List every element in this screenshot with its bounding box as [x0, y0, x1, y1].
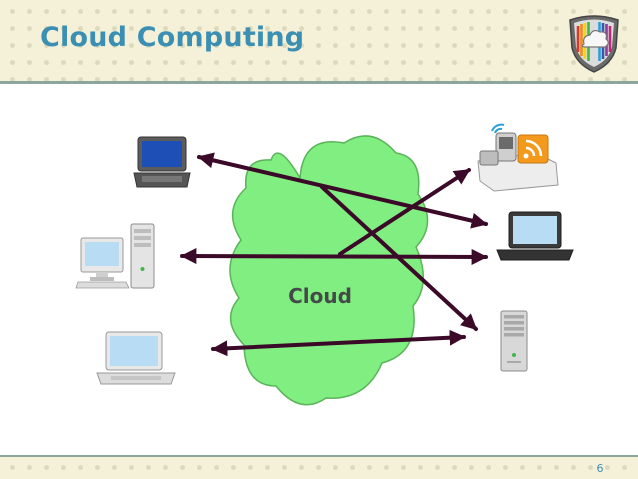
wireless-devices-icon — [477, 123, 559, 192]
cloud-shape: Cloud — [229, 135, 429, 406]
header-band — [0, 0, 638, 81]
shield-crest-logo — [569, 15, 619, 73]
laptop-icon — [133, 136, 191, 188]
laptop-icon — [96, 331, 176, 385]
cloud-label: Cloud — [288, 284, 352, 308]
arrow-cloud-to-wireless-devices — [338, 168, 471, 256]
arrow-bottom-laptop-to-right — [211, 329, 466, 357]
arrow-cloud-to-server — [320, 185, 478, 331]
footer-divider — [0, 455, 638, 457]
arrow-top-laptop-to-right-laptop — [197, 152, 488, 229]
arrow-desktop-to-right-laptop — [180, 248, 488, 265]
laptop-icon — [496, 211, 574, 261]
page-number: 6 — [596, 462, 604, 475]
server-tower-icon — [500, 310, 528, 372]
slide-title: Cloud Computing — [40, 22, 305, 53]
header-divider — [0, 81, 638, 84]
desktop-computer-icon — [75, 223, 155, 289]
footer-band — [0, 457, 638, 479]
